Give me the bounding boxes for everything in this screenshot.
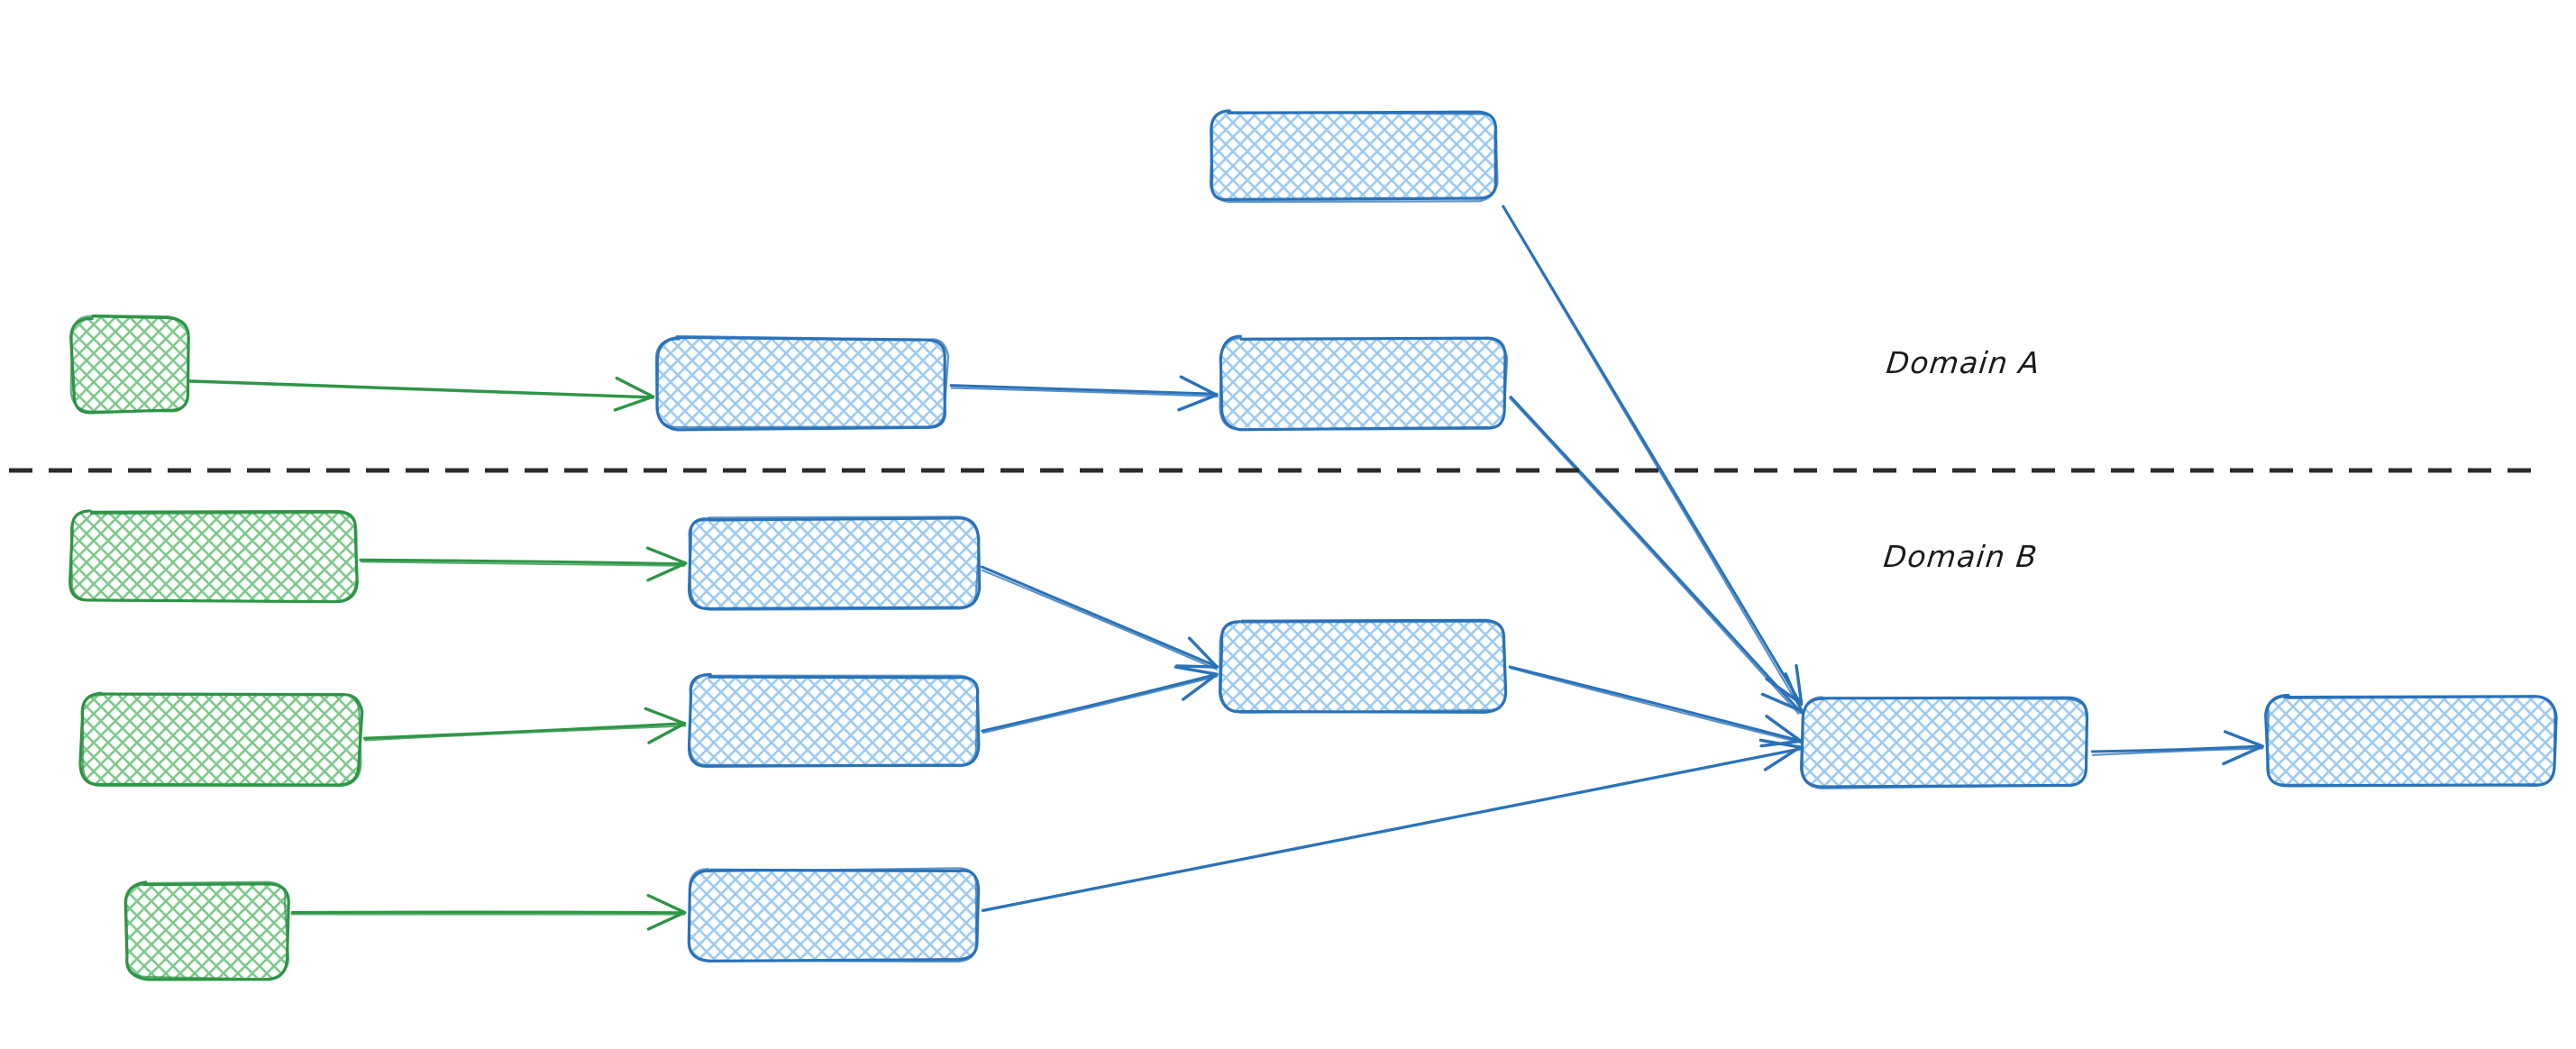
node-fill bbox=[689, 517, 979, 609]
edge-line bbox=[362, 722, 687, 740]
node-outline bbox=[69, 314, 190, 413]
edge-line bbox=[360, 561, 686, 567]
node-outline bbox=[688, 672, 979, 768]
edge-line bbox=[1509, 397, 1800, 715]
node-outline bbox=[81, 692, 362, 788]
edge-e6 bbox=[362, 707, 687, 744]
edge-line bbox=[950, 387, 1219, 397]
node-n-blue-a2[interactable] bbox=[1219, 334, 1509, 432]
node-n-green-b2[interactable] bbox=[78, 691, 364, 788]
edge-e10 bbox=[1508, 665, 1804, 748]
arrowhead bbox=[613, 376, 655, 412]
node-outline bbox=[654, 334, 950, 429]
edge-line bbox=[1508, 665, 1804, 743]
node-outline bbox=[688, 515, 981, 611]
edge-line bbox=[359, 558, 687, 566]
edge-e9 bbox=[981, 665, 1219, 734]
edge-line bbox=[980, 565, 1219, 669]
node-n-green-b3[interactable] bbox=[123, 880, 290, 981]
edges-layer bbox=[187, 205, 2264, 931]
edge-line bbox=[2091, 747, 2264, 756]
edge-e3 bbox=[1502, 205, 1804, 707]
edge-line bbox=[981, 569, 1218, 670]
arrowhead bbox=[1174, 665, 1219, 701]
edge-e4 bbox=[1509, 396, 1804, 715]
edge-line bbox=[981, 747, 1804, 912]
node-fill bbox=[1210, 112, 1498, 201]
node-fill bbox=[657, 337, 946, 429]
edge-e12 bbox=[2090, 730, 2264, 766]
edge-line bbox=[981, 672, 1219, 733]
node-outline bbox=[125, 880, 290, 981]
edge-line bbox=[2090, 744, 2263, 753]
arrowhead bbox=[1758, 738, 1802, 771]
node-n-blue-b5[interactable] bbox=[1799, 696, 2089, 789]
arrowhead bbox=[646, 893, 687, 931]
swimlane-label-domain-b: Domain B bbox=[1881, 539, 2040, 574]
node-fill bbox=[1802, 698, 2087, 788]
edge-line bbox=[949, 384, 1219, 396]
nodes-layer bbox=[69, 109, 2558, 981]
node-n-blue-b1[interactable] bbox=[688, 515, 982, 611]
node-n-blue-a1[interactable] bbox=[654, 334, 950, 432]
arrowhead bbox=[1760, 672, 1804, 713]
node-outline bbox=[1218, 620, 1508, 714]
node-outline bbox=[1209, 109, 1499, 204]
node-fill bbox=[71, 316, 188, 413]
edge-e2 bbox=[949, 375, 1219, 412]
node-outline bbox=[1219, 337, 1509, 431]
arrowhead bbox=[1174, 636, 1219, 669]
node-outline bbox=[1799, 696, 2088, 789]
edge-line bbox=[290, 913, 686, 916]
node-n-blue-b2[interactable] bbox=[687, 672, 981, 768]
edge-line bbox=[1509, 667, 1802, 743]
edge-line bbox=[187, 379, 655, 399]
edge-e5 bbox=[359, 546, 688, 582]
arrowhead bbox=[645, 546, 688, 582]
node-fill bbox=[80, 694, 361, 785]
node-n-blue-b3[interactable] bbox=[687, 867, 981, 963]
node-n-green-a1[interactable] bbox=[69, 314, 190, 415]
edge-line bbox=[1509, 396, 1803, 715]
edge-line bbox=[187, 380, 654, 399]
edge-e8 bbox=[980, 565, 1219, 670]
arrowhead bbox=[2222, 730, 2264, 766]
node-fill bbox=[1221, 621, 1506, 713]
edge-line bbox=[290, 910, 687, 915]
node-outline bbox=[687, 867, 978, 963]
edge-e7 bbox=[290, 893, 687, 931]
node-outline bbox=[2266, 693, 2556, 787]
node-n-blue-a-top[interactable] bbox=[1209, 109, 1499, 204]
arrowhead bbox=[1177, 375, 1219, 412]
node-fill bbox=[125, 882, 288, 979]
node-fill bbox=[2266, 696, 2555, 787]
arrowhead bbox=[644, 707, 687, 744]
node-fill bbox=[689, 869, 979, 961]
node-n-blue-b6[interactable] bbox=[2264, 693, 2558, 788]
edge-line bbox=[982, 748, 1802, 912]
swimlane-label-domain-a: Domain A bbox=[1884, 345, 2042, 380]
node-fill bbox=[69, 511, 357, 602]
edge-line bbox=[1502, 205, 1800, 707]
node-n-blue-b4[interactable] bbox=[1218, 618, 1508, 714]
edge-line bbox=[364, 725, 687, 742]
node-n-green-b1[interactable] bbox=[69, 509, 359, 604]
node-fill bbox=[1221, 337, 1506, 429]
node-outline bbox=[69, 509, 358, 603]
edge-e1 bbox=[187, 376, 655, 412]
edge-line bbox=[982, 675, 1219, 734]
edge-e11 bbox=[981, 738, 1804, 912]
node-fill bbox=[690, 675, 979, 767]
